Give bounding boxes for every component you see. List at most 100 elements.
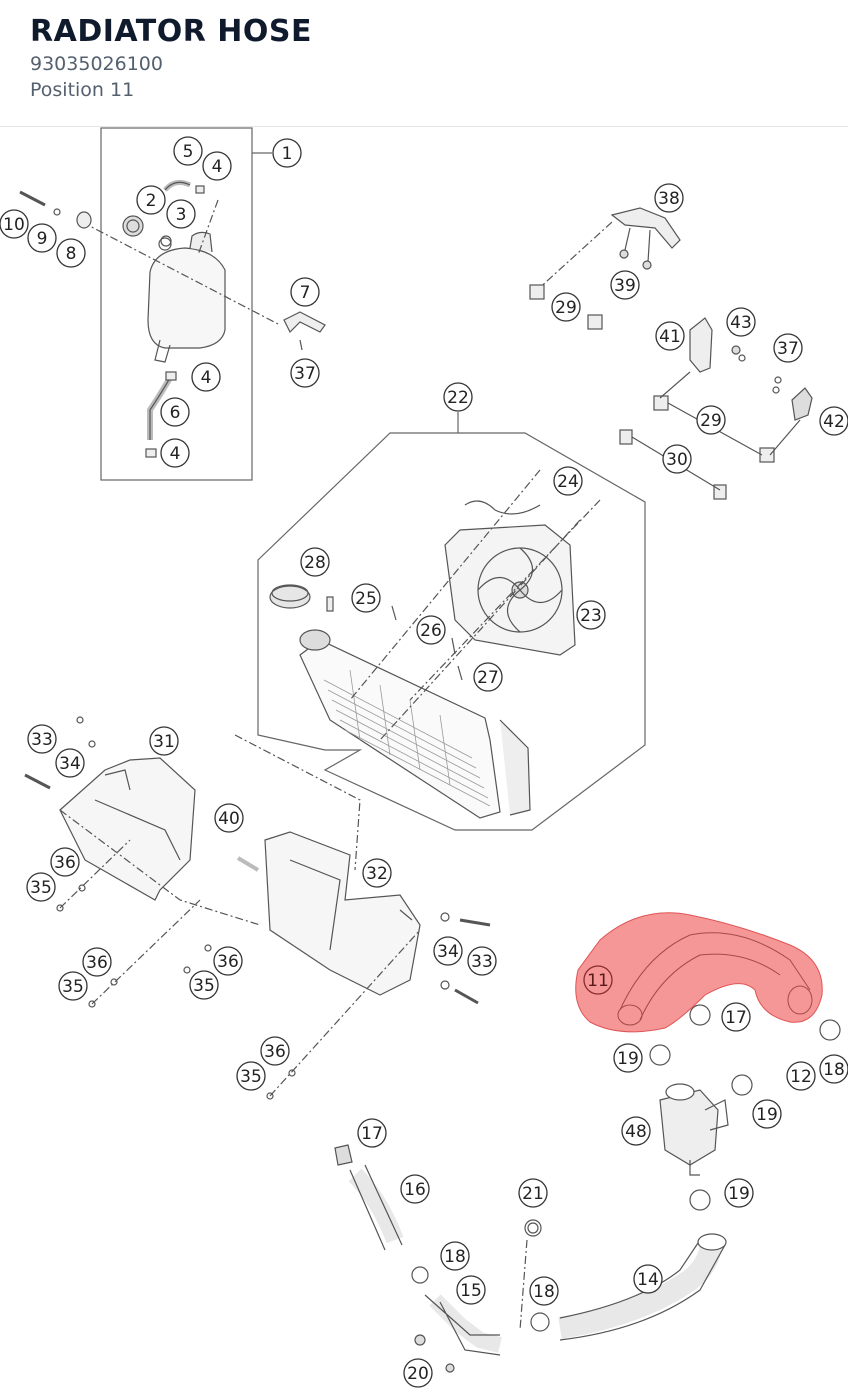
callout-label: 27: [477, 668, 499, 688]
callout-c38[interactable]: 38: [654, 183, 684, 213]
callout-c41[interactable]: 41: [655, 321, 685, 351]
callout-c18a[interactable]: 18: [819, 1054, 848, 1084]
callout-c18c[interactable]: 18: [529, 1276, 559, 1306]
callout-c33b[interactable]: 33: [467, 946, 497, 976]
callout-highlighted[interactable]: 11: [583, 965, 613, 995]
callout-c29b[interactable]: 29: [696, 405, 726, 435]
callout-c2[interactable]: 2: [136, 185, 166, 215]
callout-c18b[interactable]: 18: [440, 1241, 470, 1271]
callout-c4b[interactable]: 4: [191, 362, 221, 392]
callout-c9[interactable]: 9: [27, 223, 57, 253]
callout-circle: [357, 1118, 387, 1148]
callout-c36d[interactable]: 36: [260, 1036, 290, 1066]
callout-c4a[interactable]: 4: [202, 151, 232, 181]
radiator-fan: [444, 524, 576, 656]
callout-c48[interactable]: 48: [621, 1116, 651, 1146]
callout-c33a[interactable]: 33: [27, 724, 57, 754]
callout-label: 1: [282, 144, 293, 164]
callout-c15[interactable]: 15: [456, 1275, 486, 1305]
callout-c40[interactable]: 40: [214, 803, 244, 833]
callout-circle: [613, 1043, 643, 1073]
hose-14: [558, 1238, 723, 1339]
callout-c36c[interactable]: 36: [213, 946, 243, 976]
callout-c22[interactable]: 22: [443, 382, 473, 412]
callout-label: 26: [420, 621, 442, 641]
callout-c35a[interactable]: 35: [26, 872, 56, 902]
callout-circle: [27, 724, 57, 754]
callout-label: 36: [86, 953, 108, 973]
callout-circle: [752, 1099, 782, 1129]
callout-label: 28: [304, 553, 326, 573]
callout-c29a[interactable]: 29: [551, 292, 581, 322]
callout-c23[interactable]: 23: [576, 600, 606, 630]
callout-label: 48: [625, 1122, 647, 1142]
callout-c27[interactable]: 27: [473, 662, 503, 692]
callout-c26[interactable]: 26: [416, 615, 446, 645]
callout-circle: [440, 1241, 470, 1271]
callout-circle: [362, 858, 392, 888]
callout-c36a[interactable]: 36: [50, 847, 80, 877]
callout-c24[interactable]: 24: [553, 466, 583, 496]
callout-circle: [189, 970, 219, 1000]
callout-label: 5: [183, 142, 194, 162]
callout-circle: [610, 270, 640, 300]
callout-c1[interactable]: 1: [272, 138, 302, 168]
callout-c17a[interactable]: 17: [721, 1002, 751, 1032]
callout-c6[interactable]: 6: [160, 397, 190, 427]
callout-c35b[interactable]: 35: [58, 971, 88, 1001]
radiator-core: [299, 639, 501, 819]
callout-circle: [214, 803, 244, 833]
callout-label: 14: [637, 1270, 659, 1290]
callout-label: 33: [471, 952, 493, 972]
callout-c20[interactable]: 20: [403, 1358, 433, 1388]
callout-circle: [173, 136, 203, 166]
callout-c36b[interactable]: 36: [82, 947, 112, 977]
callout-c31[interactable]: 31: [149, 726, 179, 756]
callout-c17b[interactable]: 17: [357, 1118, 387, 1148]
callout-label: 36: [217, 952, 239, 972]
side-bracket: [689, 317, 713, 373]
callout-c34b[interactable]: 34: [433, 936, 463, 966]
callout-c34a[interactable]: 34: [55, 748, 85, 778]
callout-c19c[interactable]: 19: [724, 1178, 754, 1208]
callout-c32[interactable]: 32: [362, 858, 392, 888]
callout-label: 24: [557, 472, 579, 492]
callout-c39[interactable]: 39: [610, 270, 640, 300]
callout-c12[interactable]: 12: [786, 1061, 816, 1091]
callout-label: 17: [361, 1124, 383, 1144]
callout-c19a[interactable]: 19: [613, 1043, 643, 1073]
tank-cap: [122, 215, 144, 237]
callout-circle: [551, 292, 581, 322]
callout-c28[interactable]: 28: [300, 547, 330, 577]
expansion-tank: [147, 247, 226, 349]
callout-label: 41: [659, 327, 681, 347]
callout-c37b[interactable]: 37: [773, 333, 803, 363]
callout-c42[interactable]: 42: [819, 406, 848, 436]
callout-c8[interactable]: 8: [56, 238, 86, 268]
callout-label: 17: [725, 1008, 747, 1028]
callout-c37a[interactable]: 37: [290, 358, 320, 388]
callout-c7[interactable]: 7: [290, 277, 320, 307]
callout-c43[interactable]: 43: [726, 307, 756, 337]
callout-c16[interactable]: 16: [400, 1174, 430, 1204]
callout-c3[interactable]: 3: [166, 199, 196, 229]
callout-c35d[interactable]: 35: [236, 1061, 266, 1091]
callout-c19b[interactable]: 19: [752, 1099, 782, 1129]
callout-c35c[interactable]: 35: [189, 970, 219, 1000]
callout-c5[interactable]: 5: [173, 136, 203, 166]
callout-c30[interactable]: 30: [662, 444, 692, 474]
callout-label: 35: [62, 977, 84, 997]
callout-c4c[interactable]: 4: [160, 438, 190, 468]
callout-c10[interactable]: 10: [0, 209, 29, 239]
upper-bracket: [610, 207, 681, 249]
callout-c21[interactable]: 21: [518, 1178, 548, 1208]
callout-label: 42: [823, 412, 845, 432]
callout-c25[interactable]: 25: [351, 583, 381, 613]
callout-c14[interactable]: 14: [633, 1264, 663, 1294]
callout-circle: [160, 397, 190, 427]
callout-circle: [403, 1358, 433, 1388]
highlighted-radiator-hose[interactable]: [575, 912, 823, 1033]
callout-circle: [443, 382, 473, 412]
part-title: RADIATOR HOSE: [30, 14, 312, 49]
